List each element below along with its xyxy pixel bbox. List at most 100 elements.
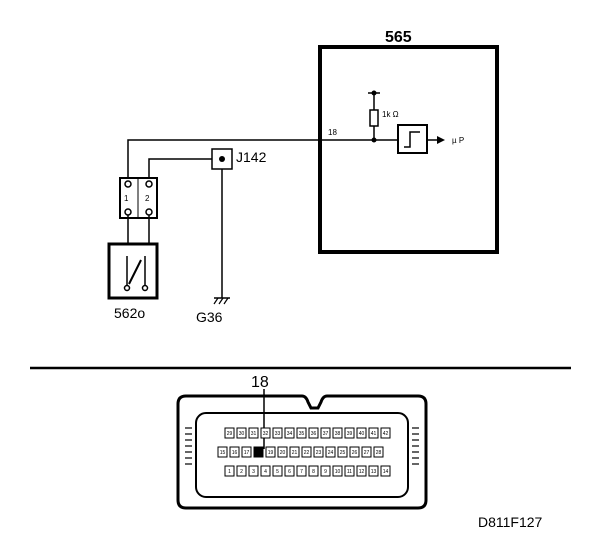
- connector-pin-label-42: 42: [383, 431, 389, 437]
- connector-pin-15: [217, 446, 228, 458]
- connector-pin-label-34: 34: [287, 431, 293, 437]
- connector-pin-label-18: 18: [256, 450, 262, 456]
- connector-pin-label-38: 38: [335, 431, 341, 437]
- connector-pin-8: [308, 465, 319, 477]
- ground-hatch-3: [223, 297, 229, 305]
- switch-contact-top: [123, 284, 131, 292]
- connector-pin-label-27: 27: [364, 450, 370, 456]
- output-arrow-icon: [437, 136, 445, 144]
- connector-inner-shell: [195, 412, 409, 498]
- connector-pin-1: [224, 465, 235, 477]
- connector-pin-label-41: 41: [371, 431, 377, 437]
- junction-j142-node: [219, 156, 225, 162]
- connector-pin-label-21: 21: [292, 450, 298, 456]
- switch-562o-box: [107, 242, 159, 300]
- connector-pin-label-17: 17: [244, 450, 250, 456]
- connector-pin-label-4: 4: [264, 469, 267, 475]
- switch-pin1-label: 1: [124, 194, 129, 203]
- connector-pin-label-24: 24: [328, 450, 334, 456]
- microprocessor-label: µ P: [452, 136, 464, 145]
- connector-pin-label-33: 33: [275, 431, 281, 437]
- connector-pin-label-3: 3: [252, 469, 255, 475]
- connector-pin-20: [277, 446, 288, 458]
- connector-pin-label-31: 31: [251, 431, 257, 437]
- connector-pin-label-23: 23: [316, 450, 322, 456]
- connector-pin-28: [373, 446, 384, 458]
- connector-pin-label-5: 5: [276, 469, 279, 475]
- connector-pin-12: [356, 465, 367, 477]
- connector-pin-label-1: 1: [228, 469, 231, 475]
- connector-pin-label-39: 39: [347, 431, 353, 437]
- connector-pin-label-40: 40: [359, 431, 365, 437]
- connector-pin-label-12: 12: [359, 469, 365, 475]
- connector-pin-27: [361, 446, 372, 458]
- ground-hatch-1: [213, 297, 219, 305]
- connector-pin-18: [253, 446, 264, 458]
- connector-pin-label-14: 14: [383, 469, 389, 475]
- connector-pin-label-26: 26: [352, 450, 358, 456]
- resistor-label: 1k Ω: [382, 110, 399, 119]
- connector-pin-label-32: 32: [263, 431, 269, 437]
- module-565-box: [318, 45, 499, 254]
- connector-pin-10: [332, 465, 343, 477]
- connector-pin-label-22: 22: [304, 450, 310, 456]
- connector-pin-label-9: 9: [324, 469, 327, 475]
- schmitt-trigger-glyph: [404, 131, 420, 148]
- connector-pin-26: [349, 446, 360, 458]
- connector-pin-41: [368, 427, 379, 439]
- switch-contact-bottom: [141, 284, 149, 292]
- resistor-symbol: [369, 109, 379, 127]
- connector-pin-39: [344, 427, 355, 439]
- connector-pin-4: [260, 465, 271, 477]
- connector-pin-label-19: 19: [268, 450, 274, 456]
- connector-pin-32: [260, 427, 271, 439]
- connector-pin-label-8: 8: [312, 469, 315, 475]
- switch-pin2-label: 2: [145, 194, 150, 203]
- connector-pin-2: [236, 465, 247, 477]
- connector-pin-5: [272, 465, 283, 477]
- connector-pin-42: [380, 427, 391, 439]
- connector-pin-7: [296, 465, 307, 477]
- connector-right-ribs: [412, 427, 419, 465]
- connector-pin-36: [308, 427, 319, 439]
- connector-pin-22: [301, 446, 312, 458]
- connector-pin-label-10: 10: [335, 469, 341, 475]
- connector-pin-30: [236, 427, 247, 439]
- connector-pin-label-13: 13: [371, 469, 377, 475]
- ground-g36-label: G36: [196, 309, 223, 325]
- connector-pin-label-30: 30: [239, 431, 245, 437]
- switch-562o-label: 562o: [114, 305, 145, 321]
- connector-pin-19: [265, 446, 276, 458]
- connector-pin-label-7: 7: [300, 469, 303, 475]
- connector-pin-label-11: 11: [347, 469, 352, 475]
- connector-pin-label-16: 16: [232, 450, 238, 456]
- module-pin-label: 18: [328, 128, 337, 137]
- switch-pin1-terminal: [124, 180, 132, 188]
- signal-wire: [127, 139, 398, 182]
- connector-pin-label-28: 28: [376, 450, 382, 456]
- connector-pin-label-25: 25: [340, 450, 346, 456]
- switch-pin2-lower-terminal: [145, 208, 153, 216]
- connector-pin-label-36: 36: [311, 431, 317, 437]
- connector-pin-21: [289, 446, 300, 458]
- connector-pin-29: [224, 427, 235, 439]
- connector-pin-24: [325, 446, 336, 458]
- junction-j142-label: J142: [236, 149, 267, 165]
- connector-callout-label: 18: [251, 374, 269, 391]
- connector-pin-23: [313, 446, 324, 458]
- connector-pin-label-2: 2: [240, 469, 243, 475]
- connector-pin-13: [368, 465, 379, 477]
- schmitt-trigger-symbol: [397, 124, 428, 154]
- connector-pin-11: [344, 465, 355, 477]
- connector-left-ribs: [185, 427, 192, 465]
- connector-pin-40: [356, 427, 367, 439]
- figure-id-label: D811F127: [478, 514, 543, 530]
- connector-pin-33: [272, 427, 283, 439]
- connector-pin-label-15: 15: [220, 450, 226, 456]
- ground-hatch-2: [218, 297, 224, 305]
- connector-outer-shell: [176, 394, 428, 510]
- connector-pin-25: [337, 446, 348, 458]
- connector-pin-16: [229, 446, 240, 458]
- connector-pin-37: [320, 427, 331, 439]
